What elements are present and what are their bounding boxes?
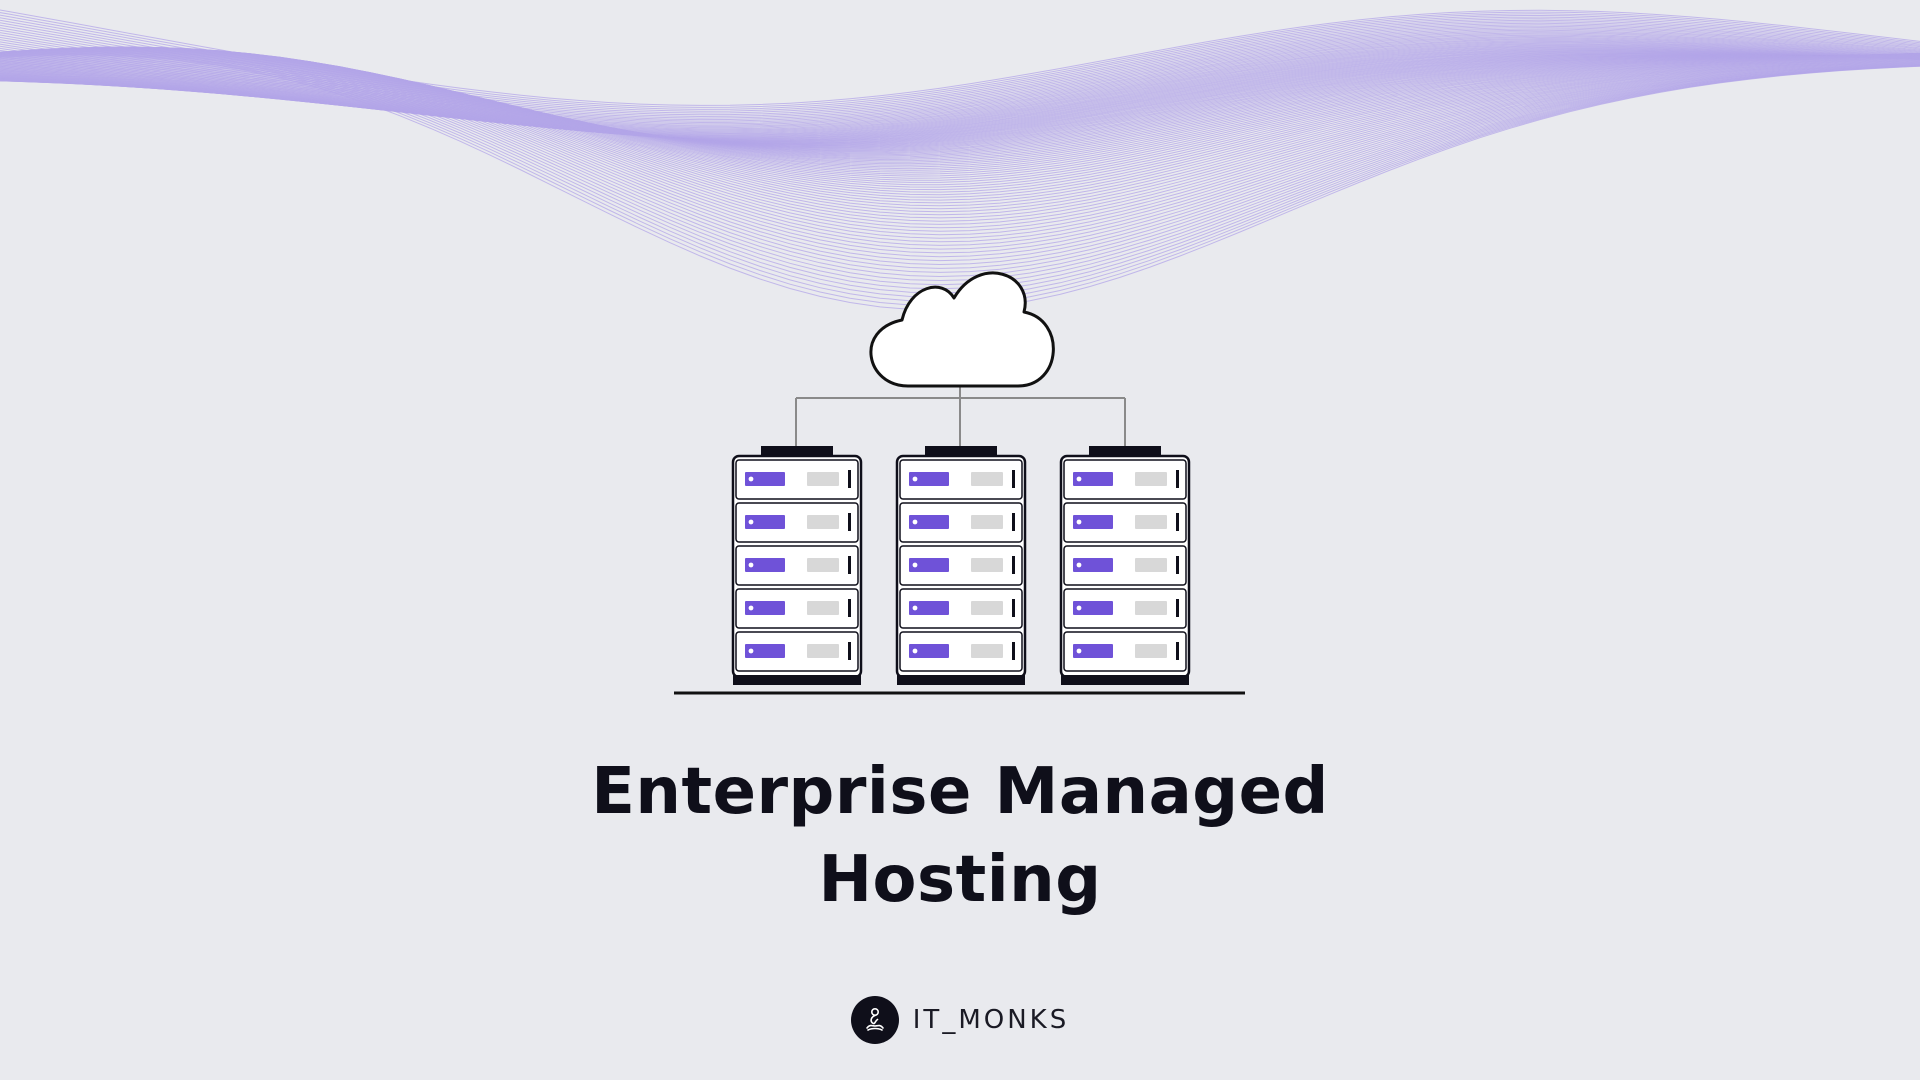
wave-line — [0, 50, 1920, 290]
brand-name: IT_MONKS — [912, 1005, 1070, 1035]
server-unit — [735, 631, 859, 672]
wave-line — [0, 47, 1920, 273]
server-rack-icon — [895, 446, 1027, 685]
wave-line — [0, 46, 1920, 246]
server-unit — [899, 545, 1023, 586]
server-unit — [899, 631, 1023, 672]
server-unit — [1063, 502, 1187, 543]
wave-line — [0, 53, 1920, 162]
cloud-connector-lines — [795, 386, 1126, 446]
server-unit — [1063, 631, 1187, 672]
monk-meditation-icon — [850, 996, 899, 1044]
server-unit — [1063, 545, 1187, 586]
server-unit — [899, 502, 1023, 543]
page-title: Enterprise Managed Hosting — [0, 748, 1920, 924]
wave-line — [0, 46, 1920, 243]
wave-line — [0, 52, 1920, 145]
wave-line — [0, 46, 1920, 250]
server-unit — [1063, 459, 1187, 500]
title-line-1: Enterprise Managed — [591, 755, 1329, 829]
server-unit — [735, 588, 859, 629]
wave-line — [0, 50, 1920, 294]
server-unit — [735, 459, 859, 500]
wave-line — [0, 47, 1920, 262]
wave-line — [0, 47, 1920, 266]
server-unit — [899, 459, 1023, 500]
server-rack-icon — [1059, 446, 1191, 685]
wave-line — [0, 48, 1920, 282]
wave-line — [0, 47, 1920, 269]
server-unit — [735, 545, 859, 586]
title-line-2: Hosting — [818, 843, 1102, 917]
wave-line — [0, 48, 1920, 278]
cloud-icon — [869, 271, 1055, 388]
wave-line — [0, 46, 1920, 254]
wave-line — [0, 46, 1920, 258]
server-unit — [1063, 588, 1187, 629]
wave-line — [0, 52, 1920, 166]
server-unit — [899, 588, 1023, 629]
wave-line — [0, 49, 1920, 286]
wave-line — [0, 53, 1920, 173]
server-racks — [731, 446, 1191, 685]
server-rack-icon — [731, 446, 863, 685]
brand-footer: IT_MONKS — [0, 996, 1920, 1044]
server-unit — [735, 502, 859, 543]
